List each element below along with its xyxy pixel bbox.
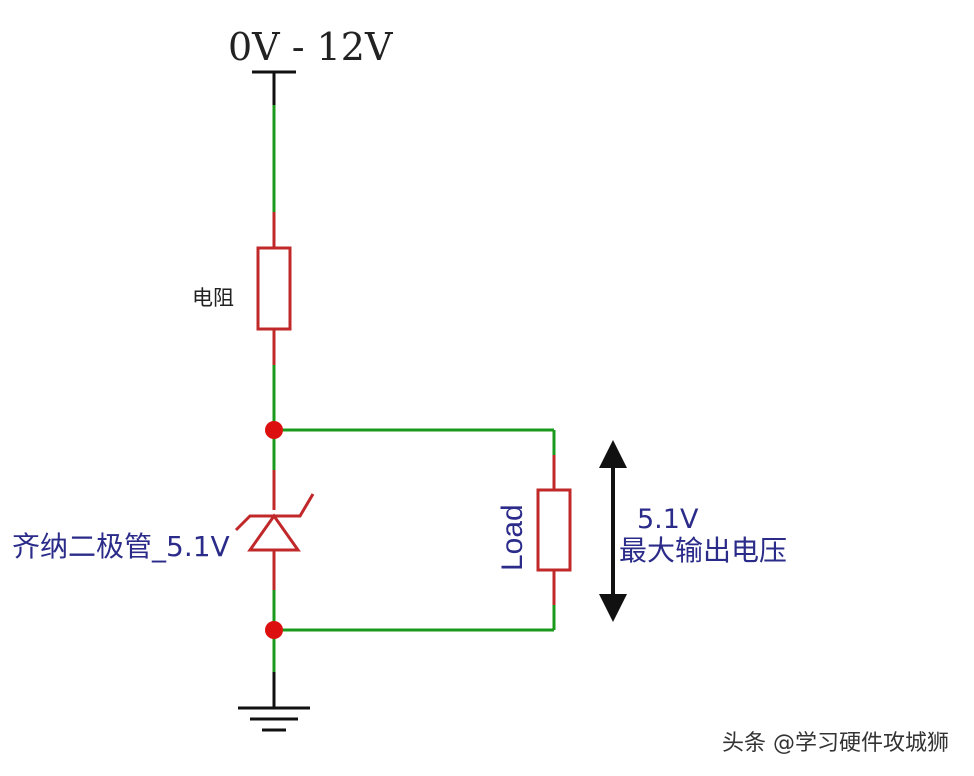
ground-icon	[238, 706, 310, 732]
junction-bottom	[265, 621, 283, 639]
watermark: 头条 @学习硬件攻城狮	[722, 731, 949, 756]
load-body	[536, 488, 572, 572]
zener-label: 齐纳二极管_5.1V	[12, 530, 230, 563]
double-arrow-icon	[599, 440, 627, 622]
junction-top	[265, 421, 283, 439]
output-description: 最大输出电压	[619, 534, 787, 567]
load-label: Load	[496, 504, 529, 571]
resistor-label: 电阻	[192, 286, 234, 310]
zener-triangle	[247, 513, 301, 552]
output-voltage: 5.1V	[637, 504, 699, 535]
supply-voltage-label: 0V - 12V	[228, 25, 393, 69]
resistor-body	[256, 246, 292, 331]
